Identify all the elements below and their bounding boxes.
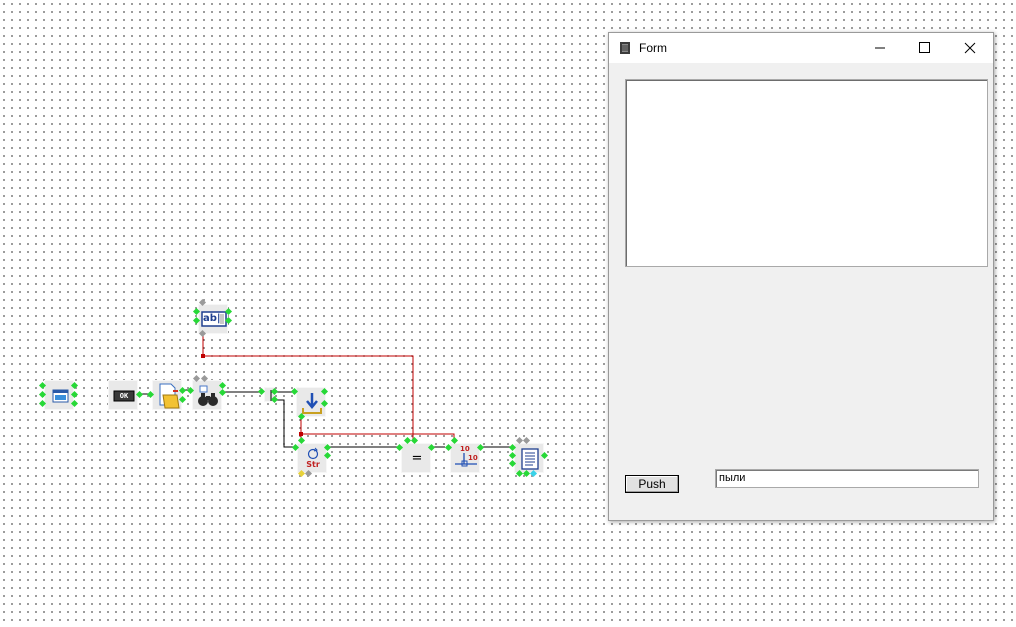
- app-icon: [620, 42, 630, 54]
- opendialog-component[interactable]: [152, 380, 182, 410]
- minimize-icon: [875, 47, 885, 49]
- cycle-icon: [307, 447, 319, 460]
- push-button[interactable]: Push: [625, 475, 679, 493]
- wire-node: [299, 432, 303, 436]
- open-folder-icon: [159, 383, 180, 409]
- form-window[interactable]: Form Push пыли: [608, 32, 994, 521]
- convert-component[interactable]: 10 10: [450, 443, 480, 473]
- link-hub-to-str[interactable]: [275, 399, 293, 448]
- binoculars-icon: [198, 385, 218, 406]
- convert-bottom-label: 10: [468, 454, 478, 462]
- maximize-icon: [919, 42, 930, 53]
- string-component[interactable]: Str: [297, 443, 327, 473]
- link-download-to-convert[interactable]: [300, 418, 455, 442]
- title-bar[interactable]: Form: [609, 33, 993, 63]
- ok-button-icon: OK: [119, 392, 129, 400]
- button-component[interactable]: OK: [108, 380, 138, 410]
- download-icon: [302, 393, 322, 414]
- link-edit-to-equals[interactable]: [202, 336, 414, 440]
- text-input[interactable]: пыли: [715, 469, 979, 488]
- memo-icon: [521, 448, 539, 470]
- convert-icon: [455, 453, 477, 467]
- maximize-button[interactable]: [901, 33, 947, 63]
- mainform-component[interactable]: [44, 380, 74, 410]
- wire-node: [201, 354, 205, 358]
- window-title: Form: [639, 41, 667, 55]
- equals-component[interactable]: =: [401, 443, 431, 473]
- convert-top-label: 10: [460, 445, 470, 453]
- close-button[interactable]: [947, 33, 993, 63]
- minimize-button[interactable]: [857, 33, 903, 63]
- window-icon: [52, 389, 69, 403]
- memo-textarea[interactable]: [625, 79, 988, 267]
- edit-icon: ab|: [203, 313, 221, 324]
- memo-component[interactable]: [514, 443, 544, 473]
- close-icon: [964, 42, 976, 54]
- filesearch-component[interactable]: [192, 380, 222, 410]
- equals-icon: =: [411, 451, 423, 466]
- string-icon: Str: [306, 460, 320, 469]
